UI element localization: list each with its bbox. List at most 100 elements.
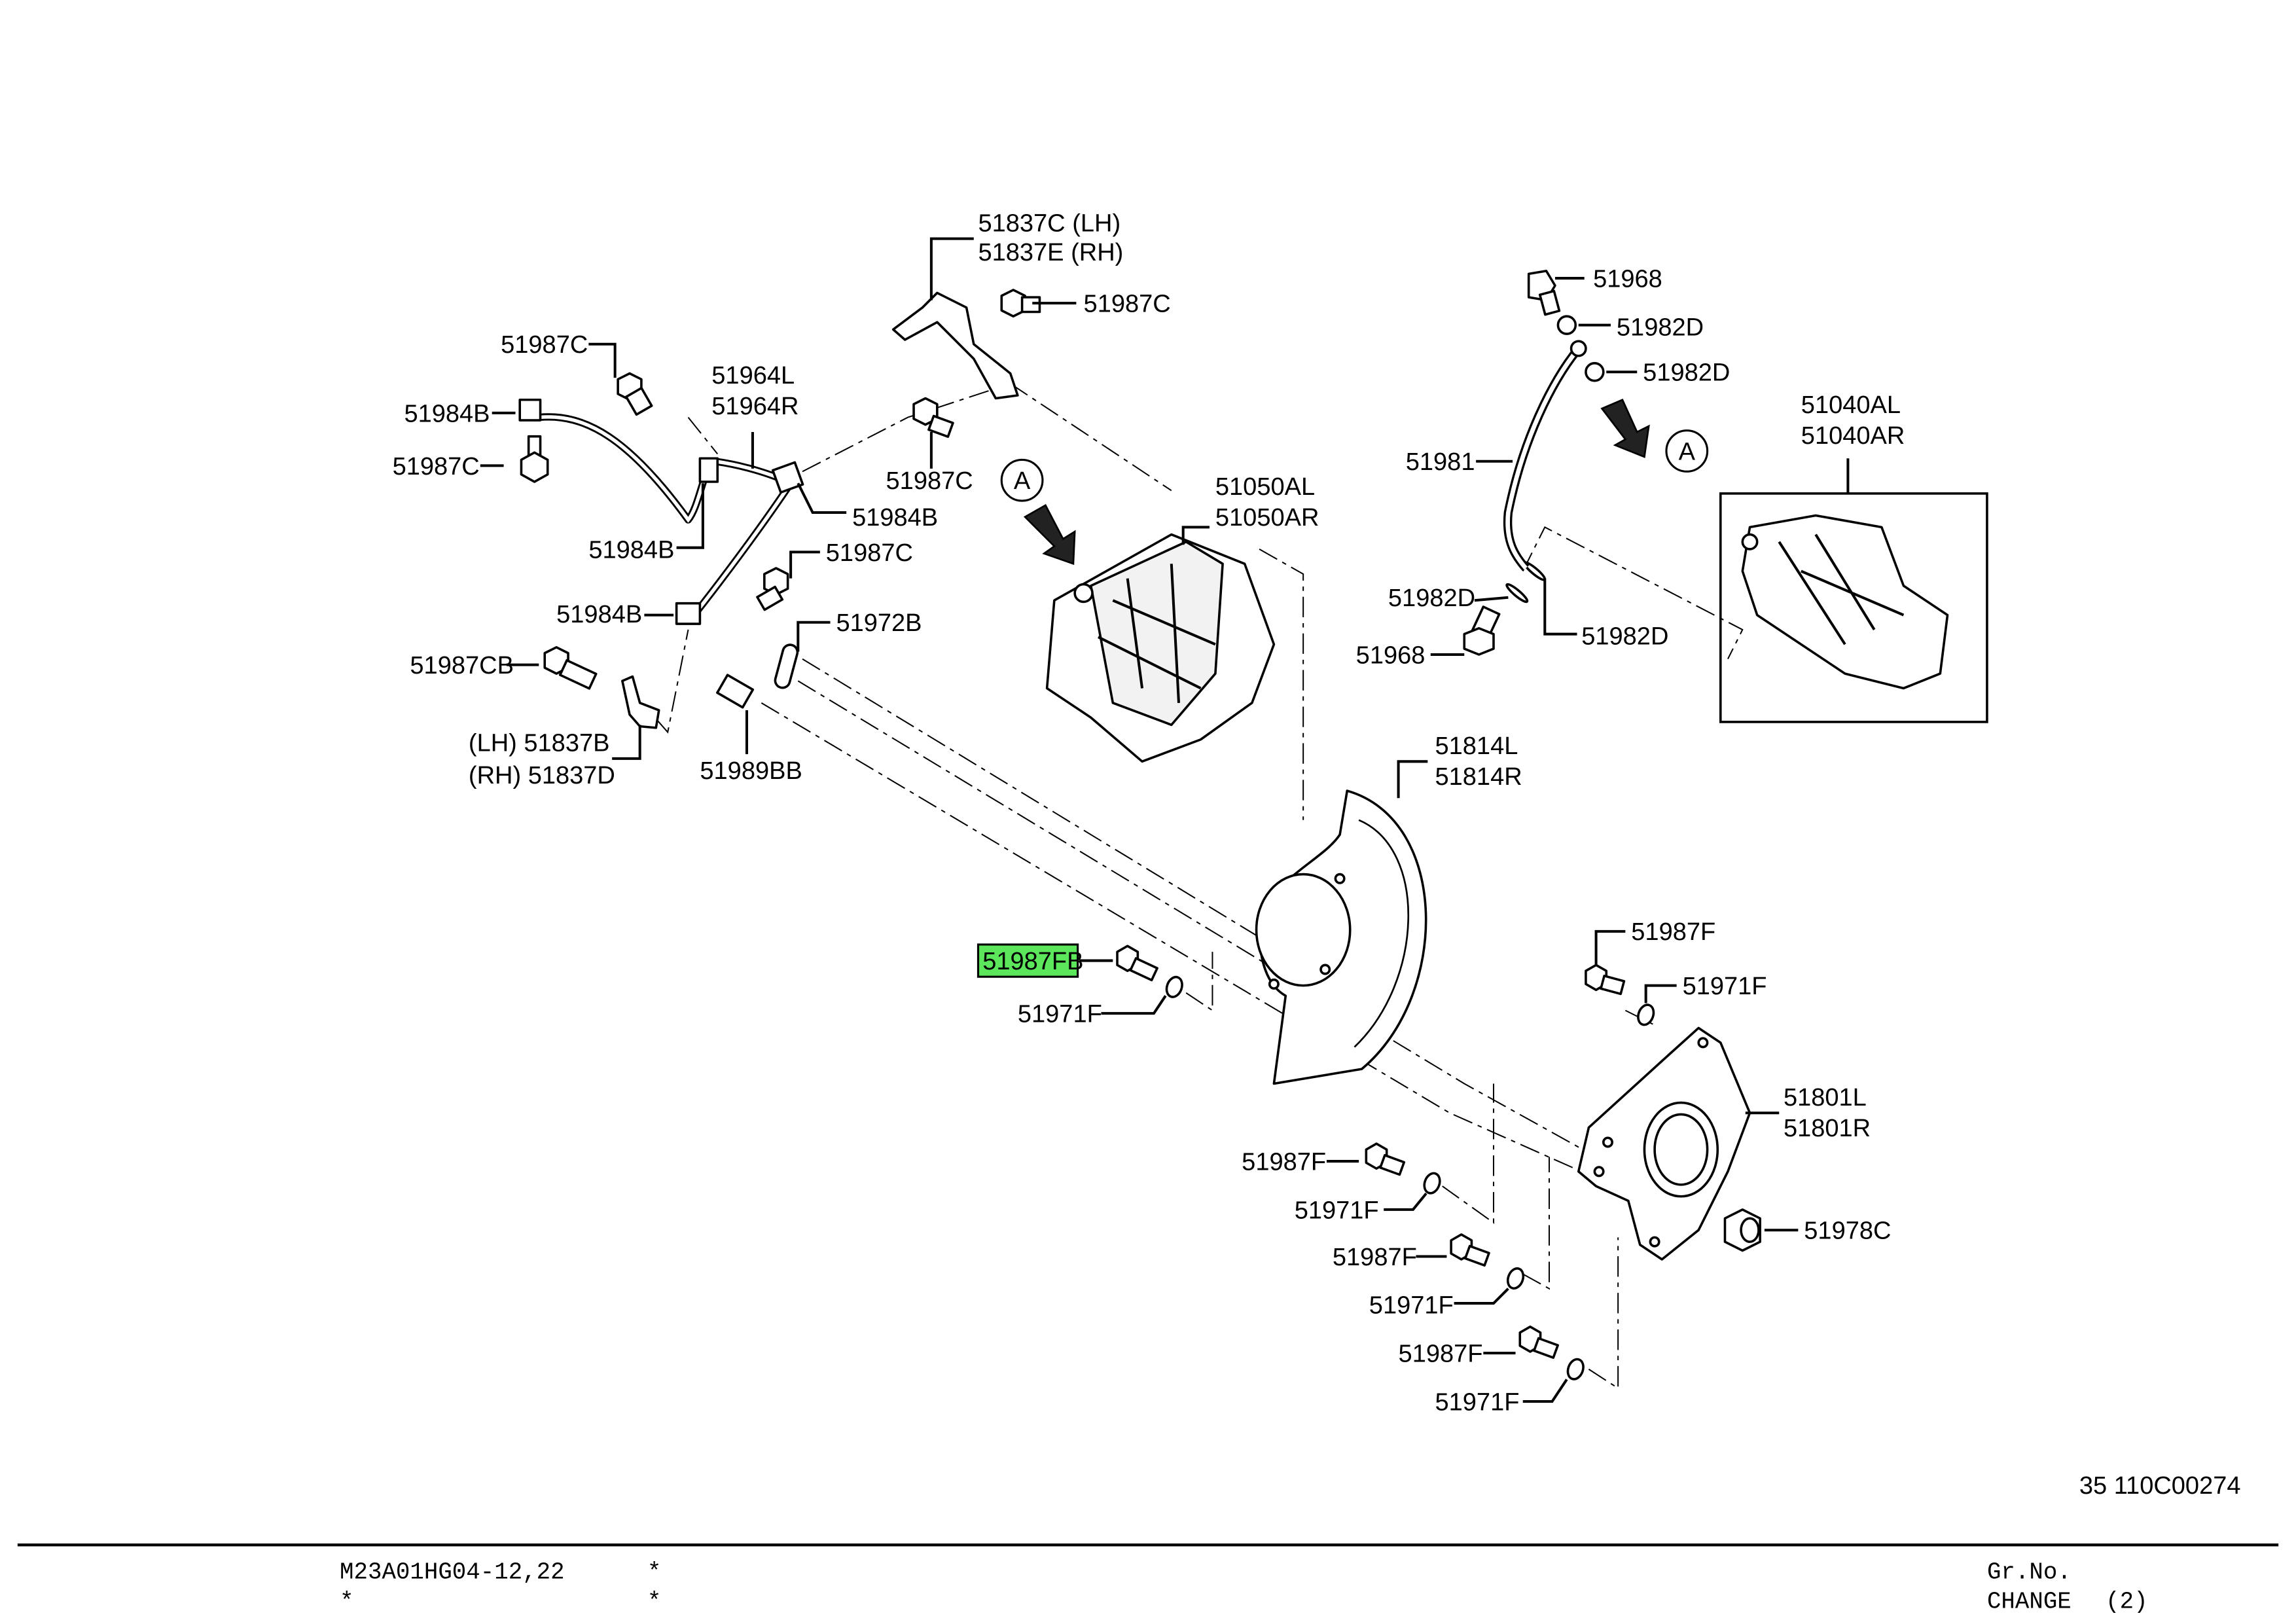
part-label[interactable]: 51982D: [1581, 623, 1668, 650]
union-bolt-icon: [1463, 605, 1501, 656]
part-label[interactable]: 51982D: [1617, 314, 1704, 341]
bracket-small-icon: [774, 643, 799, 689]
highlighted-part-label[interactable]: 51987FB: [982, 948, 1083, 975]
part-label[interactable]: 51050AR: [1215, 504, 1319, 532]
part-label[interactable]: 51989BB: [700, 757, 802, 785]
bolt-icon: [1116, 945, 1158, 982]
footer-change: CHANGE: [1987, 1588, 2072, 1615]
bolt-icon: [520, 435, 549, 483]
highlight-box: [977, 943, 1079, 978]
footer-star: *: [340, 1588, 353, 1615]
washer-icons: [1165, 315, 1655, 1380]
footer-code: M23A01HG04-12,22: [340, 1559, 565, 1586]
assembly-guide-lines: [656, 383, 1744, 1390]
part-label[interactable]: 51972B: [836, 609, 922, 637]
part-label[interactable]: 51971F: [1435, 1388, 1519, 1416]
part-label[interactable]: 51987F: [1242, 1148, 1326, 1176]
leader-lines: [480, 237, 1850, 1403]
gasket-icon: [1505, 583, 1529, 604]
view-marker-a-label: A: [1679, 438, 1696, 465]
footer-change-count: (2): [2106, 1588, 2147, 1615]
part-label[interactable]: 51971F: [1683, 973, 1767, 1000]
bracket-icon: [891, 291, 1019, 400]
clip-icon: [771, 461, 804, 494]
washer-icon: [1566, 1358, 1585, 1380]
sleeve-icon: [716, 674, 755, 709]
caliper-icon: [1045, 533, 1276, 763]
part-label[interactable]: 51982D: [1643, 359, 1730, 387]
part-label[interactable]: 51984B: [852, 504, 938, 532]
part-labels: 51837C (LH) 51837E (RH) 51987C 51987C 51…: [393, 209, 2241, 1499]
part-label[interactable]: 51987C: [1084, 291, 1171, 318]
part-label[interactable]: 51971F: [1369, 1292, 1454, 1320]
part-label[interactable]: 51968: [1593, 265, 1662, 293]
bolt-icon: [1450, 1233, 1490, 1267]
brake-tube-assembly: [518, 398, 804, 625]
washer-icon: [1506, 1267, 1525, 1290]
footer-gr-no: Gr.No.: [1987, 1559, 2072, 1586]
caliper-assembly-box: [1719, 492, 1988, 723]
bolt-icon: [1365, 1142, 1406, 1176]
washer-icon: [1637, 1003, 1655, 1026]
footer-star: *: [647, 1588, 661, 1615]
backing-plate-icon: [1577, 1026, 1751, 1261]
part-label[interactable]: 51814R: [1435, 763, 1522, 791]
part-label[interactable]: 51984B: [404, 400, 490, 427]
brake-hose-icon: [1503, 340, 1587, 571]
part-label[interactable]: 51987C: [826, 539, 913, 567]
clip-icon: [518, 398, 542, 422]
part-label[interactable]: (RH) 51837D: [469, 762, 615, 789]
part-label[interactable]: 51987C: [886, 467, 973, 495]
part-label[interactable]: 51984B: [556, 601, 642, 628]
bolt-icon: [1000, 289, 1041, 318]
part-label[interactable]: 51987CB: [410, 652, 514, 679]
washer-icon: [1165, 975, 1183, 998]
part-label[interactable]: 51801R: [1784, 1115, 1871, 1142]
part-label[interactable]: 51981: [1406, 448, 1475, 476]
part-label[interactable]: 51987F: [1333, 1244, 1417, 1271]
part-label[interactable]: 51984B: [588, 536, 674, 564]
dust-cover-icon: [1255, 789, 1427, 1085]
footer-star: *: [647, 1559, 661, 1586]
part-label[interactable]: 51040AL: [1801, 391, 1901, 419]
part-label[interactable]: 51987F: [1399, 1341, 1483, 1368]
part-label[interactable]: 51837C (LH): [978, 209, 1121, 237]
view-arrow-icon: [1023, 503, 1076, 566]
bolt-icon: [617, 372, 653, 416]
footer: M23A01HG04-12,22 * * * Gr.No. CHANGE (2): [340, 1559, 2148, 1615]
part-label[interactable]: 51968: [1356, 641, 1426, 669]
part-label[interactable]: 51987C: [393, 453, 480, 480]
part-label[interactable]: 51050AL: [1215, 473, 1315, 501]
part-label[interactable]: 51971F: [1295, 1197, 1379, 1224]
bolt-icon: [1518, 1326, 1559, 1359]
part-label[interactable]: 51801L: [1784, 1084, 1867, 1111]
nut-icon: [1723, 1208, 1761, 1252]
part-label[interactable]: 51971F: [1018, 1001, 1102, 1028]
bolt-icon: [756, 567, 789, 611]
bolt-icon: [543, 646, 598, 690]
illustration-id: 35 110C00274: [2079, 1472, 2241, 1500]
part-label[interactable]: 51040AR: [1801, 422, 1905, 450]
caliper-assembly-icon: [1741, 514, 1949, 690]
bolt-icon: [912, 397, 954, 438]
union-bolt-icon: [1527, 270, 1561, 316]
bolt-icons: [520, 270, 1626, 1359]
clip-icon: [698, 457, 719, 483]
part-label[interactable]: 51987F: [1631, 918, 1715, 946]
clip-icon: [675, 602, 702, 625]
part-label[interactable]: 51964R: [711, 393, 798, 420]
part-label[interactable]: 51837E (RH): [978, 239, 1123, 266]
view-marker-a-label: A: [1014, 467, 1031, 495]
gasket-icon: [1585, 362, 1605, 382]
bolt-icon: [1585, 964, 1626, 996]
part-label[interactable]: 51982D: [1388, 585, 1475, 612]
washer-icon: [1423, 1172, 1441, 1195]
view-marker-a-icon: [1665, 429, 1709, 473]
part-label[interactable]: 51978C: [1804, 1218, 1891, 1245]
part-label[interactable]: (LH) 51837B: [469, 730, 610, 757]
part-label[interactable]: 51987C: [501, 331, 588, 359]
gasket-icon: [1556, 315, 1577, 335]
part-label[interactable]: 51814L: [1435, 732, 1518, 760]
part-label[interactable]: 51964L: [711, 362, 795, 389]
